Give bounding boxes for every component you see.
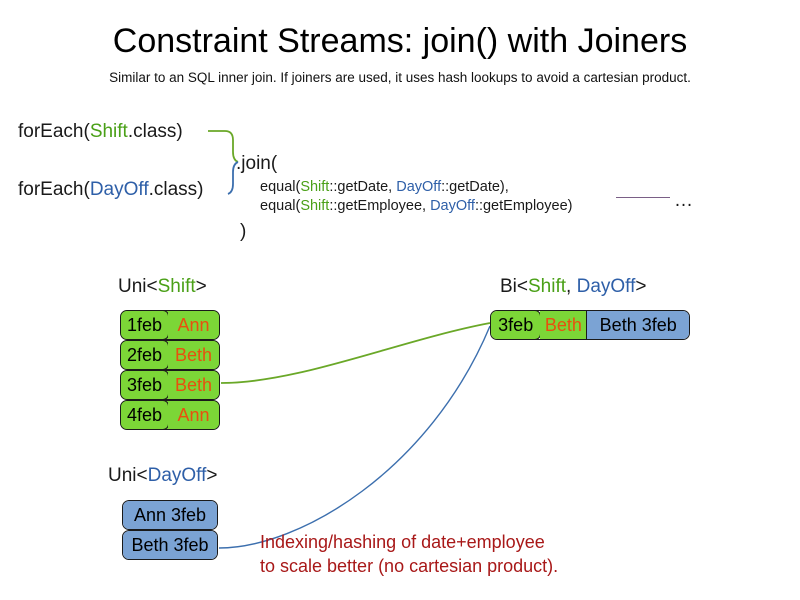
dayoff-tuple-row[interactable]: Beth 3feb (122, 530, 218, 560)
shift-employee-cell: Ann (168, 311, 219, 339)
bi-shift-employee-cell: Beth (540, 311, 587, 339)
shift-date-cell: 4feb (121, 401, 170, 429)
page-subtitle: Similar to an SQL inner join. If joiners… (109, 70, 691, 85)
dayoff-tuple-row[interactable]: Ann 3feb (122, 500, 218, 530)
joiner-emp-left-type: Shift (300, 198, 330, 214)
connector-shift-to-bi (220, 322, 491, 384)
label-uni-shift: Uni<Shift> (118, 275, 207, 299)
code-join-close: ) (240, 221, 247, 242)
shift-employee-cell: Beth (168, 371, 219, 399)
joiner-emp-suffix: ::getEmployee) (474, 198, 573, 214)
caption-line-2: to scale better (no cartesian product). (260, 556, 559, 576)
bi-shift-date-cell: 3feb (491, 311, 542, 339)
joiner-emp-right-type: DayOff (430, 198, 475, 214)
shift-date-cell: 2feb (121, 341, 170, 369)
underline-rule (616, 197, 670, 198)
label-bi-type-b: DayOff (576, 276, 636, 297)
label-uni-shift-type: Shift (157, 276, 196, 297)
dayoff-value-cell: Ann 3feb (123, 501, 217, 529)
dayoff-value-cell: Beth 3feb (123, 531, 217, 559)
code-foreach-shift: forEach(Shift.class) (18, 120, 183, 144)
ellipsis-text: … (674, 190, 694, 211)
code-foreach-dayoff-type: DayOff (89, 179, 149, 200)
shift-tuple-row[interactable]: 4feb Ann (120, 400, 220, 430)
label-bi-type-a: Shift (528, 276, 567, 297)
caption-note: Indexing/hashing of date+employee to sca… (260, 530, 558, 578)
label-bi-sep: , (566, 276, 577, 297)
shift-date-cell: 1feb (121, 311, 170, 339)
joiner-date-right-type: DayOff (396, 179, 442, 195)
joiner-emp-mid: ::getEmployee, (329, 198, 431, 214)
code-joiner-equal-date: equal(Shift::getDate, DayOff::getDate), (260, 178, 509, 197)
code-join-open: .join( (236, 153, 278, 174)
label-uni-dayoff: Uni<DayOff> (108, 464, 218, 488)
caption-line-1: Indexing/hashing of date+employee (260, 532, 545, 552)
label-bi-prefix: Bi< (500, 276, 528, 297)
code-foreach-shift-type: Shift (89, 121, 128, 142)
joiner-date-mid: ::getDate, (329, 179, 397, 195)
code-joiner-equal-employee: equal(Shift::getEmployee, DayOff::getEmp… (260, 197, 572, 216)
shift-tuple-row[interactable]: 3feb Beth (120, 370, 220, 400)
shift-employee-cell: Ann (168, 401, 219, 429)
code-foreach-dayoff-prefix: forEach( (18, 179, 90, 200)
label-bi-joined: Bi<Shift, DayOff> (500, 275, 646, 299)
shift-employee-cell: Beth (168, 341, 219, 369)
label-uni-shift-suffix: > (195, 276, 207, 297)
label-uni-shift-prefix: Uni< (118, 276, 158, 297)
label-uni-dayoff-type: DayOff (147, 465, 207, 486)
shift-tuple-row[interactable]: 1feb Ann (120, 310, 220, 340)
bi-dayoff-cell: Beth 3feb (586, 311, 689, 339)
joiner-date-suffix: ::getDate), (441, 179, 509, 195)
joiner-date-left-type: Shift (300, 179, 330, 195)
label-uni-dayoff-suffix: > (206, 465, 218, 486)
code-foreach-shift-prefix: forEach( (18, 121, 90, 142)
label-bi-suffix: > (635, 276, 647, 297)
code-foreach-dayoff: forEach(DayOff.class) (18, 178, 204, 202)
shift-tuple-row[interactable]: 2feb Beth (120, 340, 220, 370)
code-foreach-dayoff-suffix: .class) (148, 179, 204, 200)
connector-brace-shift (208, 130, 239, 163)
bi-tuple-row[interactable]: 3feb Beth Beth 3feb (490, 310, 690, 340)
joiner-date-prefix: equal( (260, 179, 301, 195)
label-uni-dayoff-prefix: Uni< (108, 465, 148, 486)
shift-date-cell: 3feb (121, 371, 170, 399)
connector-dayoff-to-bi (218, 325, 491, 549)
page-title: Constraint Streams: join() with Joiners (112, 22, 688, 60)
joiner-emp-prefix: equal( (260, 198, 301, 214)
code-foreach-shift-suffix: .class) (127, 121, 183, 142)
